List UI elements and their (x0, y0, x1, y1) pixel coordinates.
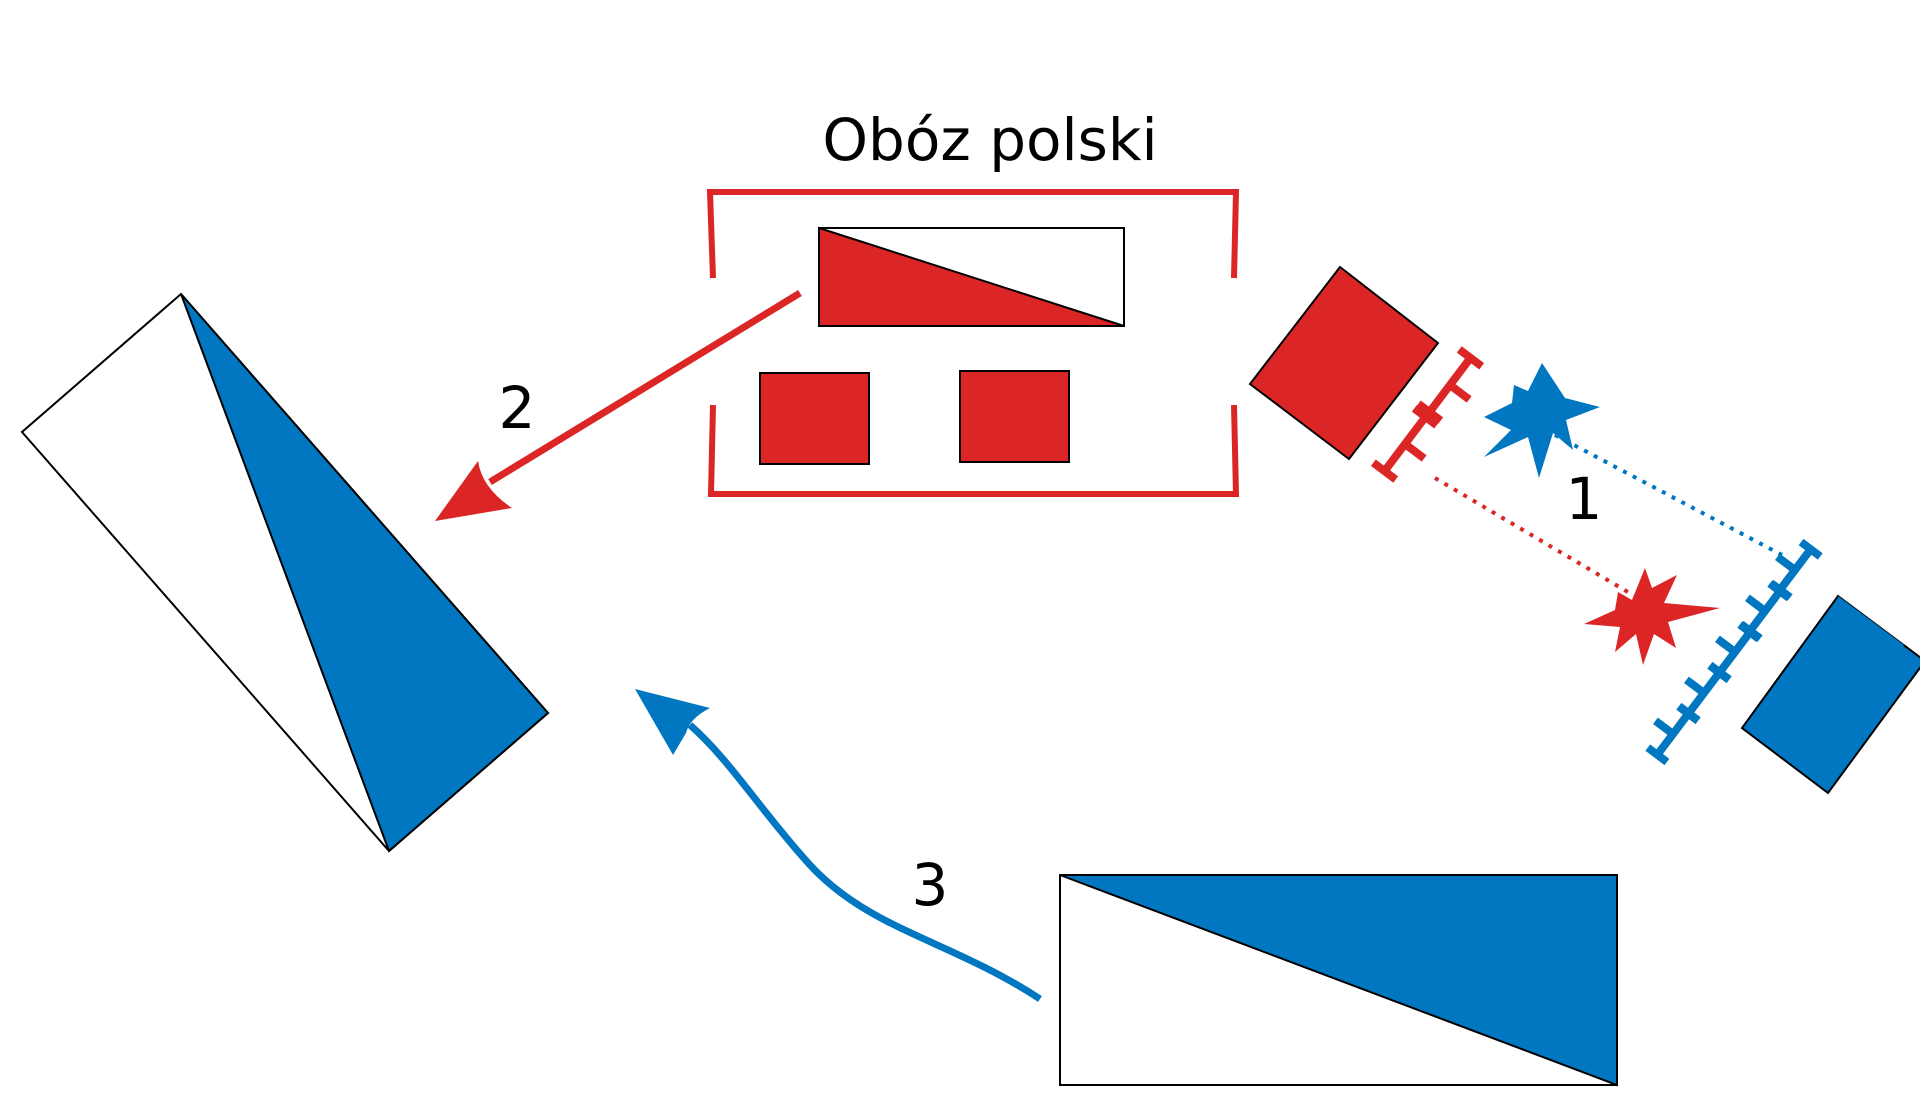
step-label-1: 1 (1566, 465, 1603, 533)
blue-explosion-icon (1484, 363, 1600, 478)
camp-unit-right (959, 370, 1070, 463)
red-infantry-symbol (1370, 346, 1485, 483)
left-formation (20, 292, 550, 853)
camp-unit-left (759, 372, 870, 465)
camp-bracket-top (706, 189, 1240, 279)
camp-title: Obóz polski (822, 106, 1157, 174)
step-label-2: 2 (499, 374, 536, 442)
fire-lines (1433, 433, 1783, 600)
polish-camp (706, 189, 1240, 497)
red-advance-arrow[interactable] (435, 290, 802, 521)
step-label-3: 3 (912, 851, 949, 919)
red-fire-line (1433, 476, 1640, 600)
camp-main-unit (818, 226, 1125, 327)
blue-advance-arrow[interactable] (635, 689, 1042, 1002)
red-unit-block (1248, 265, 1440, 461)
red-explosion-icon (1584, 568, 1720, 665)
camp-bracket-bottom (707, 404, 1240, 497)
bottom-formation (1059, 874, 1618, 1087)
blue-infantry-symbol (1645, 538, 1823, 766)
